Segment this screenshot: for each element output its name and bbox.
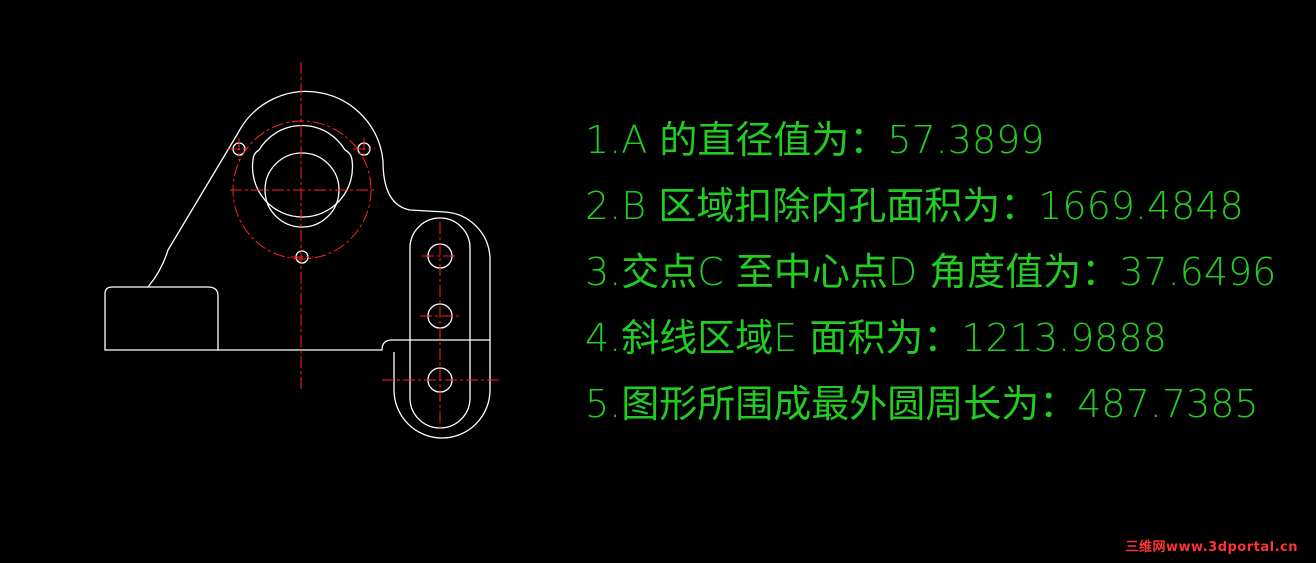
center-lines	[228, 62, 500, 428]
watermark: 三维网www.3dportal.cn	[1125, 540, 1298, 555]
annotation-2: 2.B 区域扣除内孔面积为：1669.4848	[585, 184, 1244, 228]
bolt-pitch-circle	[232, 120, 372, 260]
annotation-1: 1.A 的直径值为：57.3899	[585, 118, 1045, 162]
part-outline	[104, 90, 491, 439]
bottom-link-outer	[393, 340, 491, 439]
inner-slot	[409, 217, 471, 429]
annotation-4: 4.斜线区域E 面积为：1213.9888	[585, 316, 1167, 360]
left-boss	[104, 286, 218, 351]
annotation-list: 1.A 的直径值为：57.3899 2.B 区域扣除内孔面积为：1669.484…	[585, 112, 1276, 442]
outer-profile	[146, 90, 491, 351]
annotation-5: 5.图形所围成最外圆周长为：487.7385	[585, 382, 1259, 426]
counterbore-edge	[251, 124, 354, 218]
annotation-3: 3.交点C 至中心点D 角度值为：37.6496	[585, 250, 1277, 294]
